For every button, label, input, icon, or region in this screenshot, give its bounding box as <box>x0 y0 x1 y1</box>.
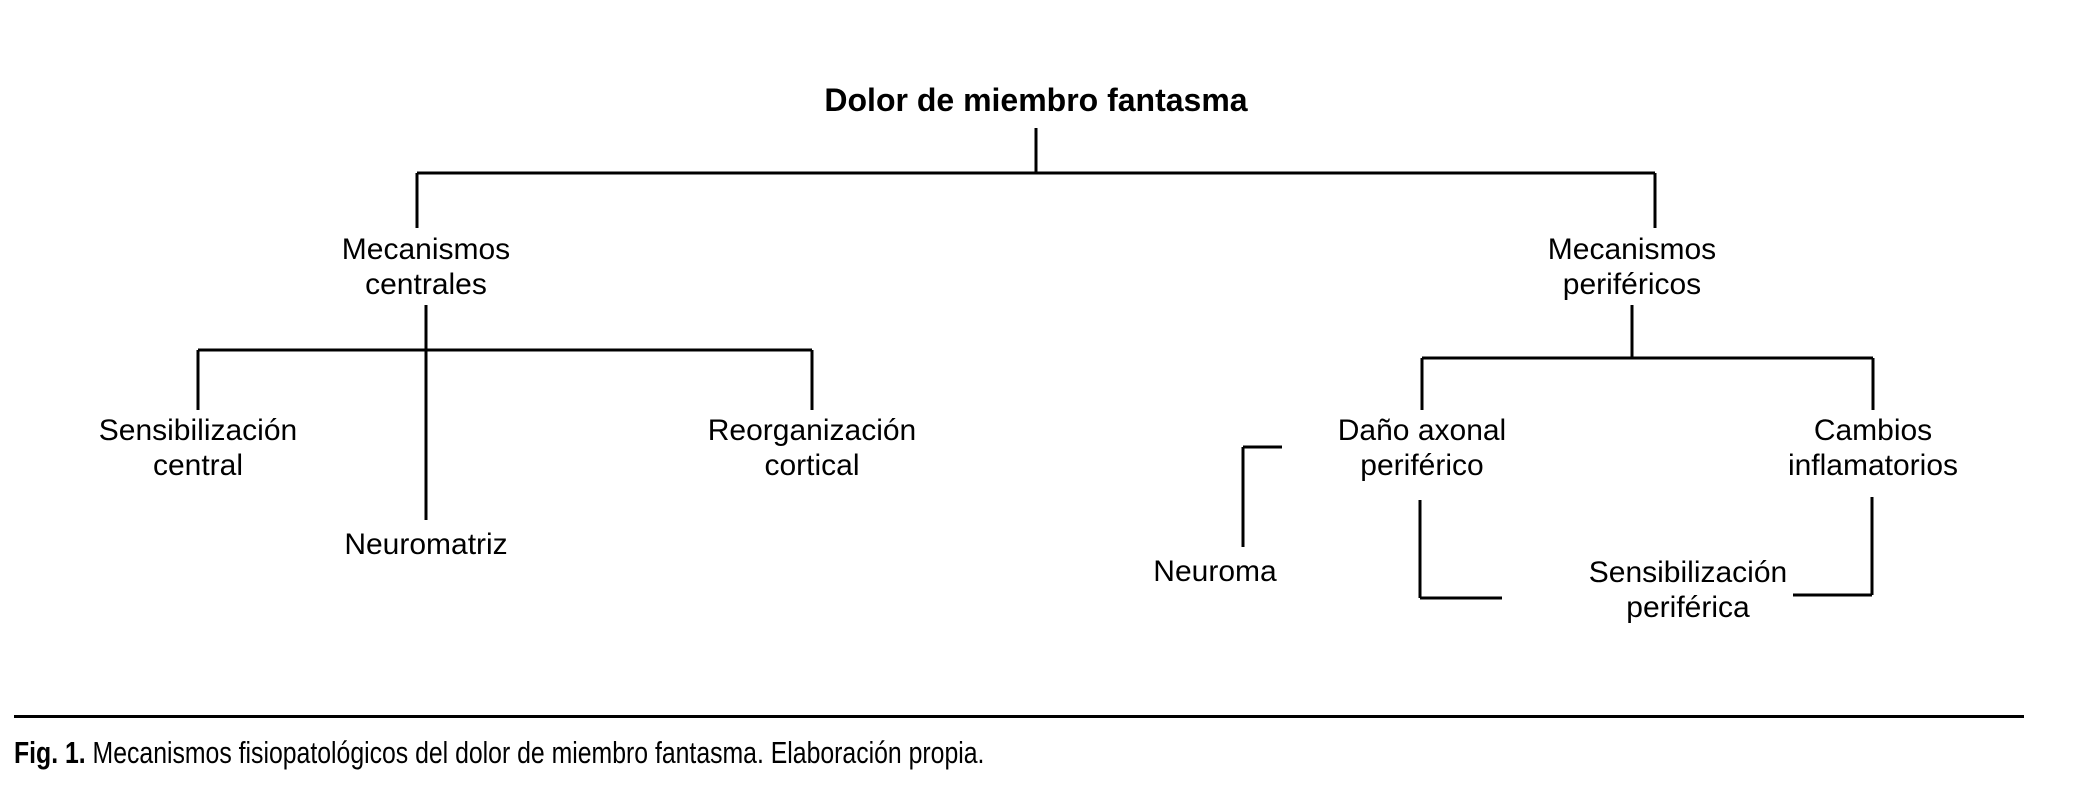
tree-connectors <box>196 128 1875 600</box>
node-neuroma: Neuroma <box>1153 555 1277 588</box>
figure-caption: Fig. 1. Mecanismos fisiopatológicos del … <box>14 735 1646 771</box>
node-cambios-inflamatorios: Cambios inflamatorios <box>1787 414 1959 483</box>
caption-label: Fig. 1. <box>14 735 86 770</box>
node-neuromatriz: Neuromatriz <box>344 528 508 561</box>
node-dano-axonal-periferico: Daño axonal periférico <box>1337 414 1507 483</box>
node-mecanismos-centrales: Mecanismos centrales <box>341 233 511 302</box>
node-mecanismos-perifericos: Mecanismos periféricos <box>1547 233 1717 302</box>
node-sensibilizacion-periferica: Sensibilización periférica <box>1588 556 1788 625</box>
caption-text: Mecanismos fisiopatológicos del dolor de… <box>85 735 985 770</box>
node-sensibilizacion-central: Sensibilización central <box>98 414 298 483</box>
caption-divider <box>14 715 2024 718</box>
node-root: Dolor de miembro fantasma <box>824 82 1248 118</box>
node-reorganizacion-cortical: Reorganización cortical <box>707 414 917 483</box>
